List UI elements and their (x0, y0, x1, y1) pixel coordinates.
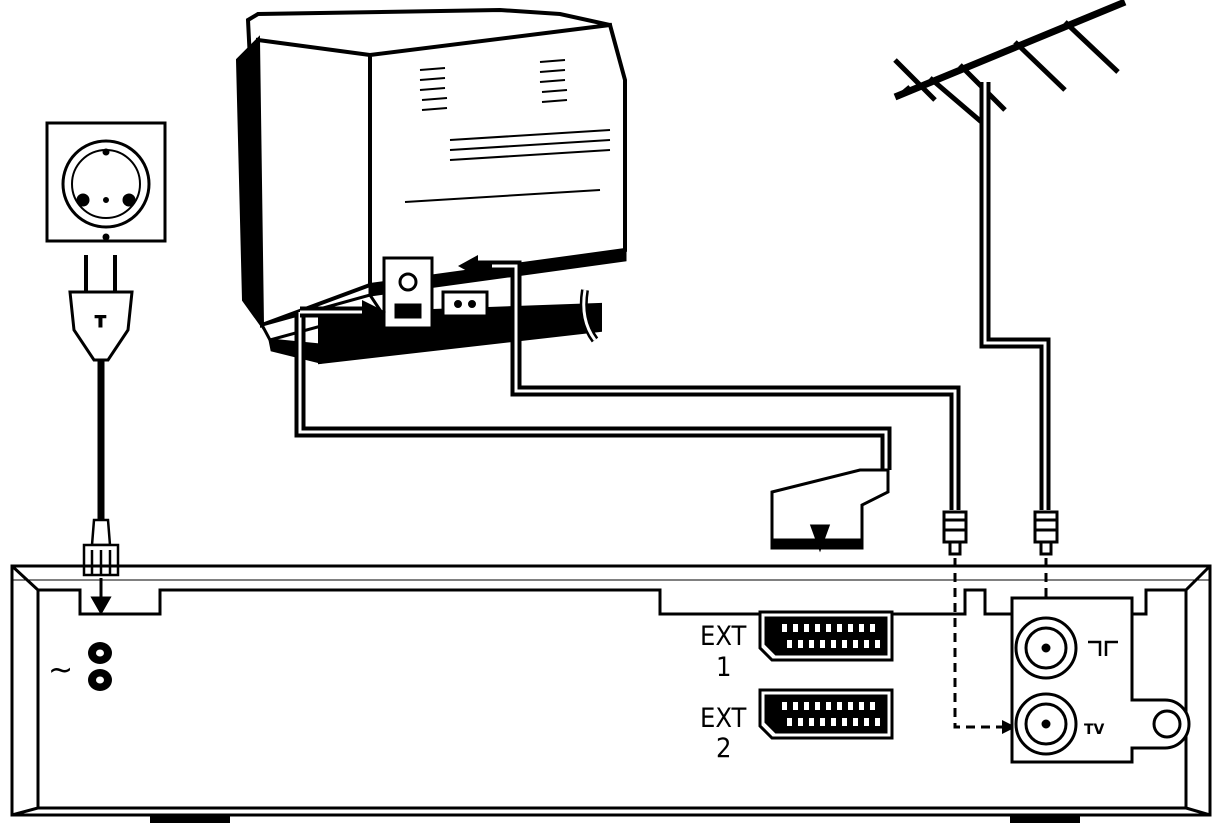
ext1-number: 1 (716, 652, 731, 683)
rf-plug-right (1033, 510, 1059, 556)
rf-module (1010, 596, 1191, 764)
mains-symbol-label: ~ (48, 653, 73, 688)
rf-dashed-arrow (1002, 720, 1016, 734)
power-arrow (90, 578, 112, 616)
ext2-label: EXT (700, 703, 747, 734)
tv-out-socket (1014, 692, 1078, 756)
ext2-number: 2 (716, 733, 731, 764)
vcr-feet (150, 815, 1080, 823)
tv-socket-label: TV (1084, 722, 1105, 738)
mains-inlet: ~ (48, 642, 112, 691)
power-connector (82, 518, 120, 577)
antenna (893, 0, 1127, 127)
ext1-label: EXT (700, 621, 747, 652)
antenna-in-socket (1014, 616, 1078, 680)
power-plug: T (68, 255, 134, 362)
ext1-scart-socket (758, 610, 894, 662)
scart-cable (294, 300, 892, 470)
antenna-cable (979, 82, 1051, 510)
television (235, 7, 627, 365)
rf-plug-left (942, 510, 968, 556)
rf-cable-to-tv (458, 255, 961, 510)
scart-plug (770, 468, 890, 553)
ext2-scart-socket (758, 688, 894, 740)
rf-dashed-link (953, 558, 1005, 729)
vcr-rear-panel (10, 564, 1212, 817)
wall-socket (45, 121, 167, 243)
antenna-symbol-icon (1088, 640, 1118, 656)
svg-text:T: T (95, 312, 106, 331)
